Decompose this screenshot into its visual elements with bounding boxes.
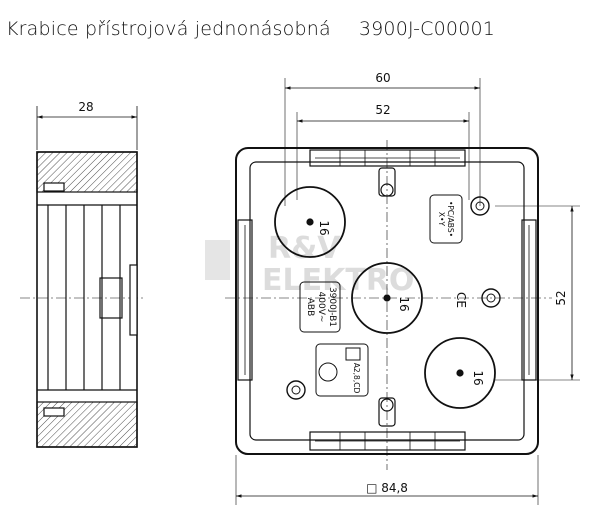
knockout-size-label-3: 16: [471, 370, 485, 385]
ce-mark: CE: [454, 292, 468, 308]
screw-hole-right: [481, 288, 501, 308]
watermark-line1: R&V: [268, 231, 341, 266]
watermark: R&V ELEKTRO: [205, 231, 414, 298]
screw-hole-bottom-left: [286, 380, 306, 400]
front-view: [225, 78, 580, 505]
model-line2: 400V~: [316, 292, 326, 323]
dim-inner-label: 52: [375, 103, 390, 117]
dim-vertical-label: 52: [554, 290, 568, 305]
side-top-flange: [36, 151, 138, 193]
side-view: [20, 106, 145, 448]
knockout-center: [351, 262, 423, 334]
box-outline: [235, 147, 539, 455]
material-label: •PC/ABS•: [446, 201, 455, 237]
box-inner: [249, 161, 525, 441]
left-rail: [237, 219, 253, 381]
product-code: 3900J-C00001: [358, 18, 496, 40]
knockout-size-label-2: 16: [397, 296, 411, 311]
dim-depth-label: 28: [78, 100, 93, 114]
model-line1: 3900J-B1: [327, 287, 337, 327]
bottom-rail: [309, 431, 466, 451]
dim-outer-label: 60: [375, 71, 390, 85]
top-rail: [309, 149, 466, 167]
approval-label: A2,8,CD: [352, 363, 361, 394]
model-line3: ABB: [305, 298, 315, 317]
material-sub-label: X•Y: [437, 212, 446, 227]
knockout-top-left: [274, 186, 346, 258]
page-title: Krabice přístrojová jednonásobná 3900J-C0…: [6, 18, 495, 40]
dim-square-label: □ 84,8: [366, 481, 408, 495]
product-name: Krabice přístrojová jednonásobná: [6, 18, 331, 40]
knockout-bottom-right: [424, 337, 496, 409]
screw-hole-top-right: [470, 196, 490, 216]
knockout-size-label-1: 16: [317, 220, 331, 235]
right-rail: [521, 219, 537, 381]
watermark-line2: ELEKTRO: [262, 263, 414, 298]
